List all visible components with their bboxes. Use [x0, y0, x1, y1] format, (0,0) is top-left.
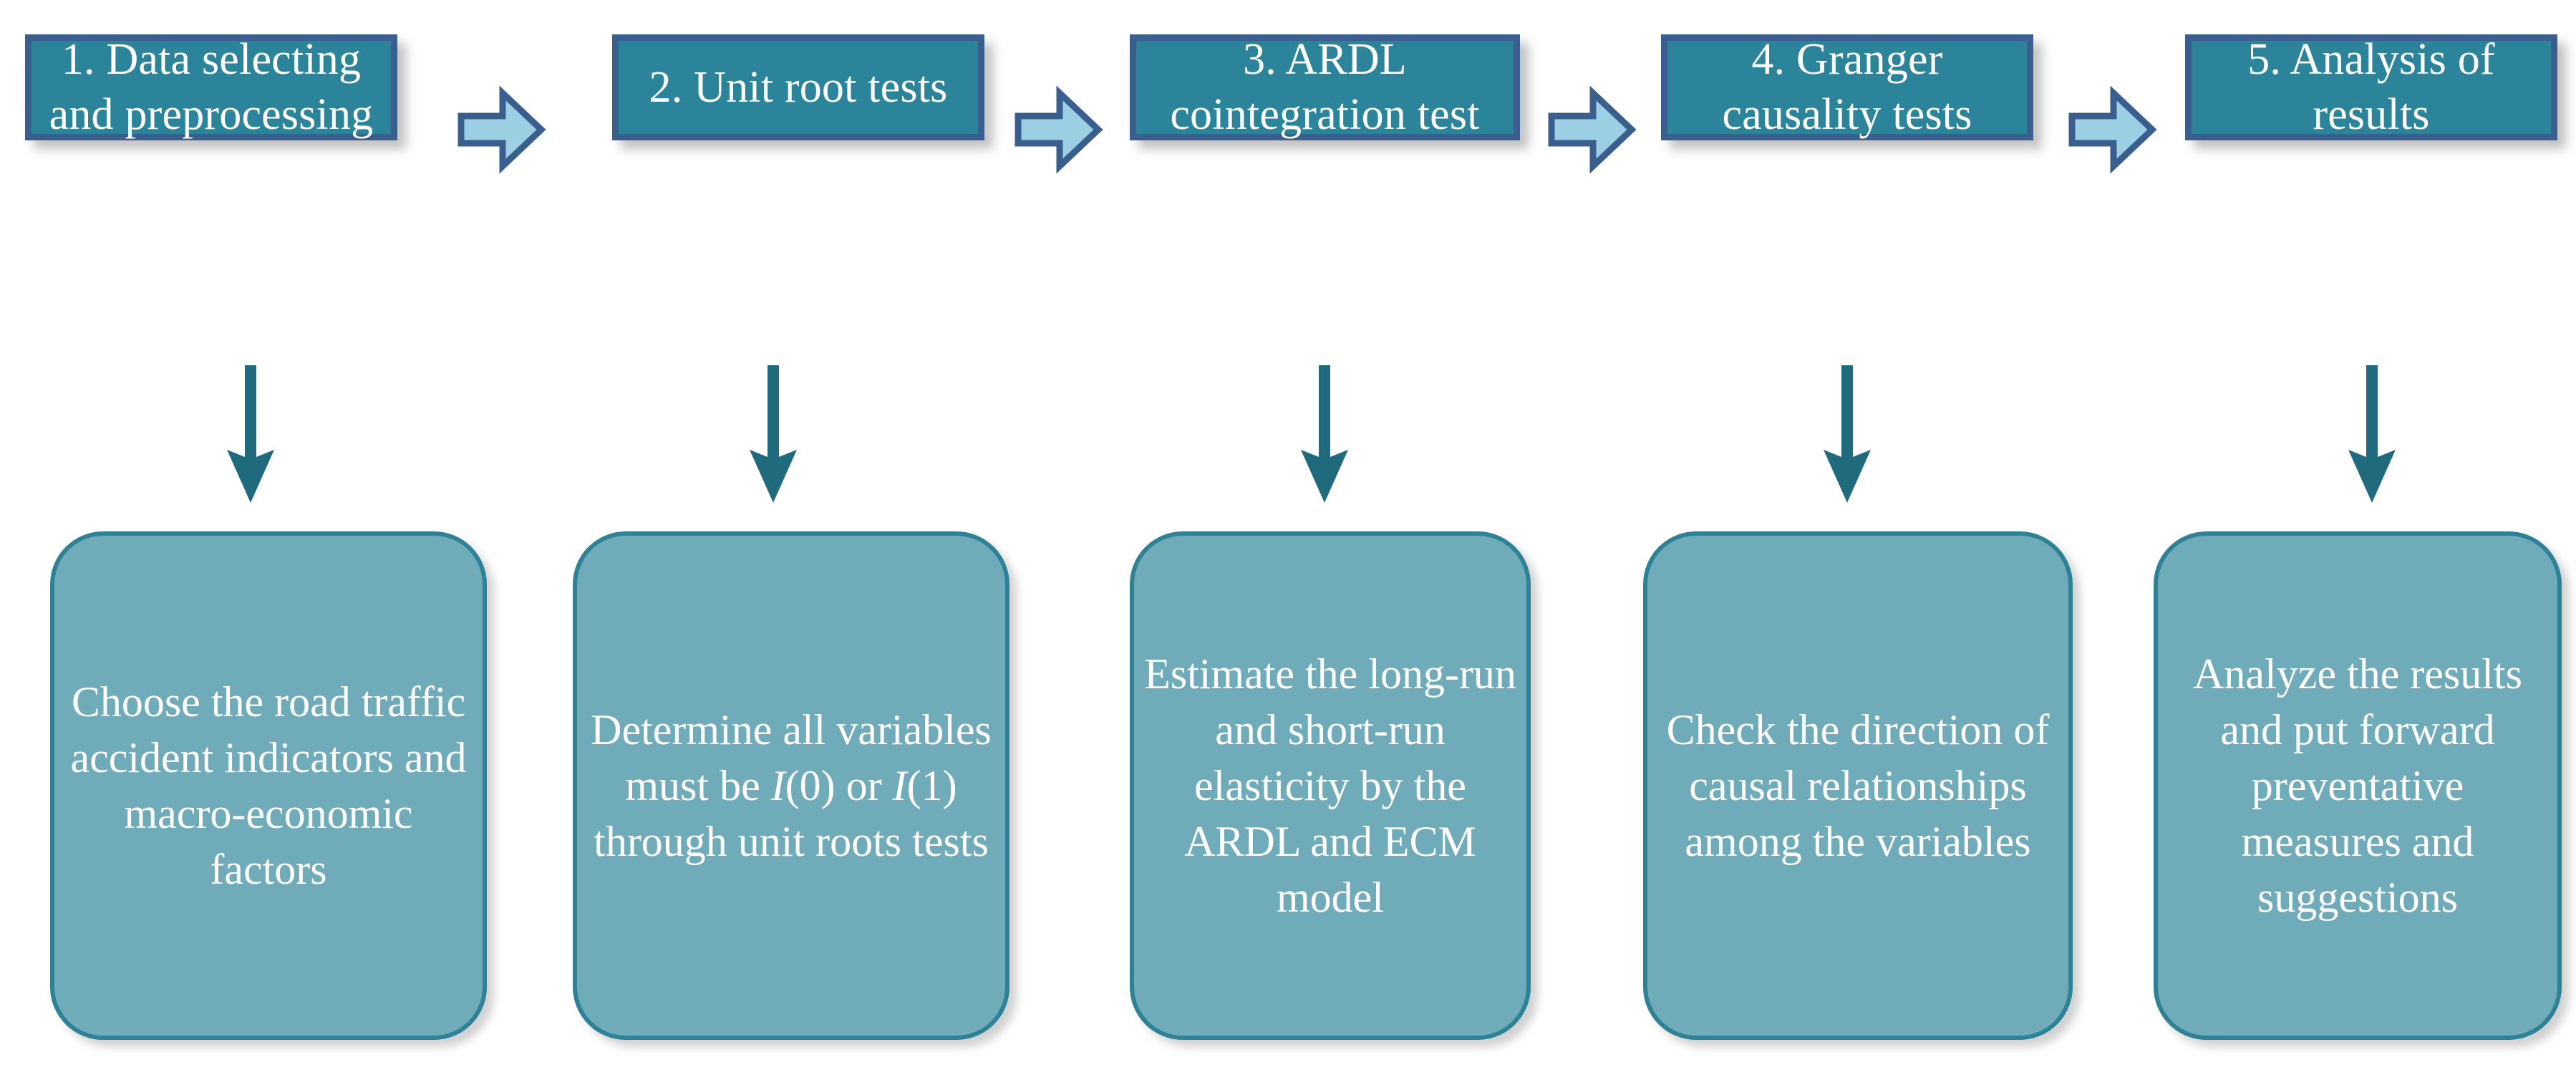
detail-box-3-label: Estimate the long-run and short-run elas… [1144, 650, 1516, 921]
step-box-3[interactable]: 3. ARDL cointegration test [1130, 34, 1520, 140]
step-box-1[interactable]: 1. Data selecting and preprocessing [25, 34, 397, 140]
right-block-arrow-icon [2068, 85, 2157, 174]
step-box-5-label: 5. Analysis of results [2247, 35, 2495, 139]
right-block-arrow-icon [1015, 85, 1103, 174]
detail-box-4-label: Check the direction of causal relationsh… [1666, 706, 2050, 865]
right-block-arrow-icon [1548, 85, 1637, 174]
step-box-2-label: 2. Unit root tests [649, 62, 948, 112]
down-arrow-icon [218, 365, 283, 508]
step-box-3-label: 3. ARDL cointegration test [1170, 35, 1480, 139]
detail-box-4[interactable]: Check the direction of causal relationsh… [1643, 531, 2073, 1040]
step-box-4[interactable]: 4. Granger causality tests [1661, 34, 2033, 140]
down-arrow-icon [1815, 365, 1879, 508]
detail-box-1-label: Choose the road traffic accident indicat… [70, 678, 467, 893]
detail-box-1[interactable]: Choose the road traffic accident indicat… [50, 531, 487, 1040]
detail-box-2[interactable]: Determine all variables must be I(0) or … [573, 531, 1009, 1040]
step-box-4-label: 4. Granger causality tests [1722, 35, 1972, 139]
down-arrow-icon [1292, 365, 1357, 508]
step-box-2[interactable]: 2. Unit root tests [612, 34, 984, 140]
detail-box-3[interactable]: Estimate the long-run and short-run elas… [1130, 531, 1531, 1040]
right-block-arrow-icon [457, 85, 546, 174]
detail-box-5-label: Analyze the results and put forward prev… [2193, 650, 2522, 921]
detail-box-5[interactable]: Analyze the results and put forward prev… [2154, 531, 2562, 1040]
step-box-1-label: 1. Data selecting and preprocessing [49, 35, 374, 139]
step-box-5[interactable]: 5. Analysis of results [2185, 34, 2557, 140]
down-arrow-icon [741, 365, 805, 508]
down-arrow-icon [2340, 365, 2404, 508]
detail-box-2-label: Determine all variables must be I(0) or … [591, 706, 992, 865]
